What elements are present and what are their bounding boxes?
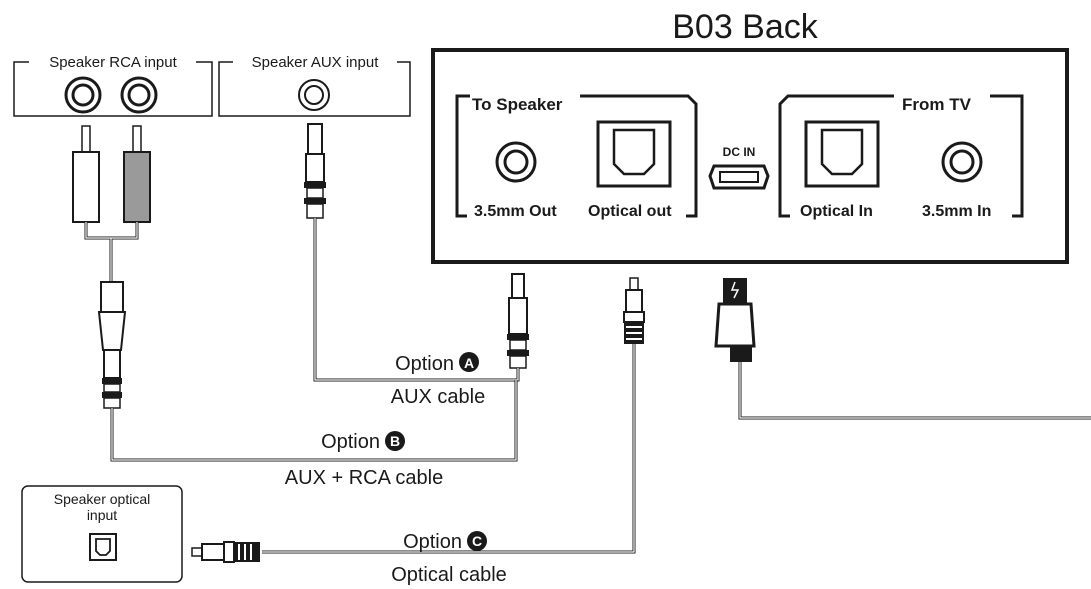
- speaker-aux-input-label: Speaker AUX input: [252, 54, 380, 71]
- jack-35mm-out-icon: [495, 141, 537, 183]
- from-tv-bracket: [778, 94, 1024, 218]
- speaker-optical-port-icon: [89, 533, 117, 561]
- option-c-group: Option C Optical cable: [391, 531, 507, 586]
- option-a-label: Option: [395, 353, 454, 375]
- speaker-optical-input-box: Speaker optical input: [21, 485, 183, 583]
- dc-power-cable-line: [738, 362, 1091, 420]
- aux-plug-device-icon: [507, 273, 529, 369]
- device-back-panel: To Speaker 3.5mm Out Optical out DC IN F…: [431, 48, 1069, 264]
- dc-in-port-icon: [708, 164, 770, 190]
- speaker-optical-input-label-line1: Speaker optical: [54, 491, 151, 507]
- speaker-rca-input-label: Speaker RCA input: [49, 54, 177, 71]
- option-b-group: Option B AUX + RCA cable: [285, 431, 443, 489]
- option-c-badge: [467, 531, 487, 551]
- option-a-cable-label: AUX cable: [391, 386, 486, 408]
- optical-out-port-icon: [596, 120, 672, 188]
- port-label-dc-in: DC IN: [723, 145, 756, 159]
- aux-rca-plug-icon: [97, 281, 127, 409]
- option-b-label: Option: [321, 431, 380, 453]
- optical-in-port-icon: [804, 120, 880, 188]
- option-a-badge: [459, 352, 479, 372]
- rca-jack-right-icon: [120, 76, 158, 114]
- port-label-35mm-in: 3.5mm In: [922, 203, 991, 220]
- option-c-cable-label: Optical cable: [391, 564, 507, 586]
- from-tv-label: From TV: [902, 95, 972, 114]
- aux-plug-top-icon: [304, 123, 326, 219]
- diagram-title: B03 Back: [672, 8, 819, 46]
- rca-plug-grey-icon: [123, 125, 151, 223]
- option-c-badge-letter: C: [472, 533, 482, 549]
- option-c-label: Option: [403, 531, 462, 553]
- option-a-badge-letter: A: [464, 355, 474, 371]
- port-label-optical-out: Optical out: [588, 203, 672, 220]
- jack-35mm-in-icon: [941, 141, 983, 183]
- to-speaker-label: To Speaker: [472, 95, 563, 114]
- optical-plug-speaker-icon: [191, 541, 260, 563]
- optical-cable-line: [262, 344, 636, 554]
- port-label-optical-in: Optical In: [800, 203, 873, 220]
- rca-jack-left-icon: [64, 76, 102, 114]
- rca-plug-white-icon: [72, 125, 100, 223]
- to-speaker-bracket: [455, 94, 698, 218]
- port-label-35mm-out: 3.5mm Out: [474, 203, 557, 220]
- optical-plug-device-icon: [623, 277, 645, 344]
- dc-power-plug-icon: [714, 278, 756, 362]
- option-b-badge-letter: B: [390, 433, 400, 449]
- speaker-aux-input-box: Speaker AUX input: [218, 54, 411, 117]
- option-a-group: Option A AUX cable: [391, 352, 486, 408]
- aux-jack-icon: [298, 79, 330, 111]
- option-b-cable-label: AUX + RCA cable: [285, 467, 443, 489]
- option-b-badge: [385, 431, 405, 451]
- speaker-rca-input-box: Speaker RCA input: [13, 54, 213, 117]
- speaker-optical-input-label-line2: input: [87, 507, 117, 523]
